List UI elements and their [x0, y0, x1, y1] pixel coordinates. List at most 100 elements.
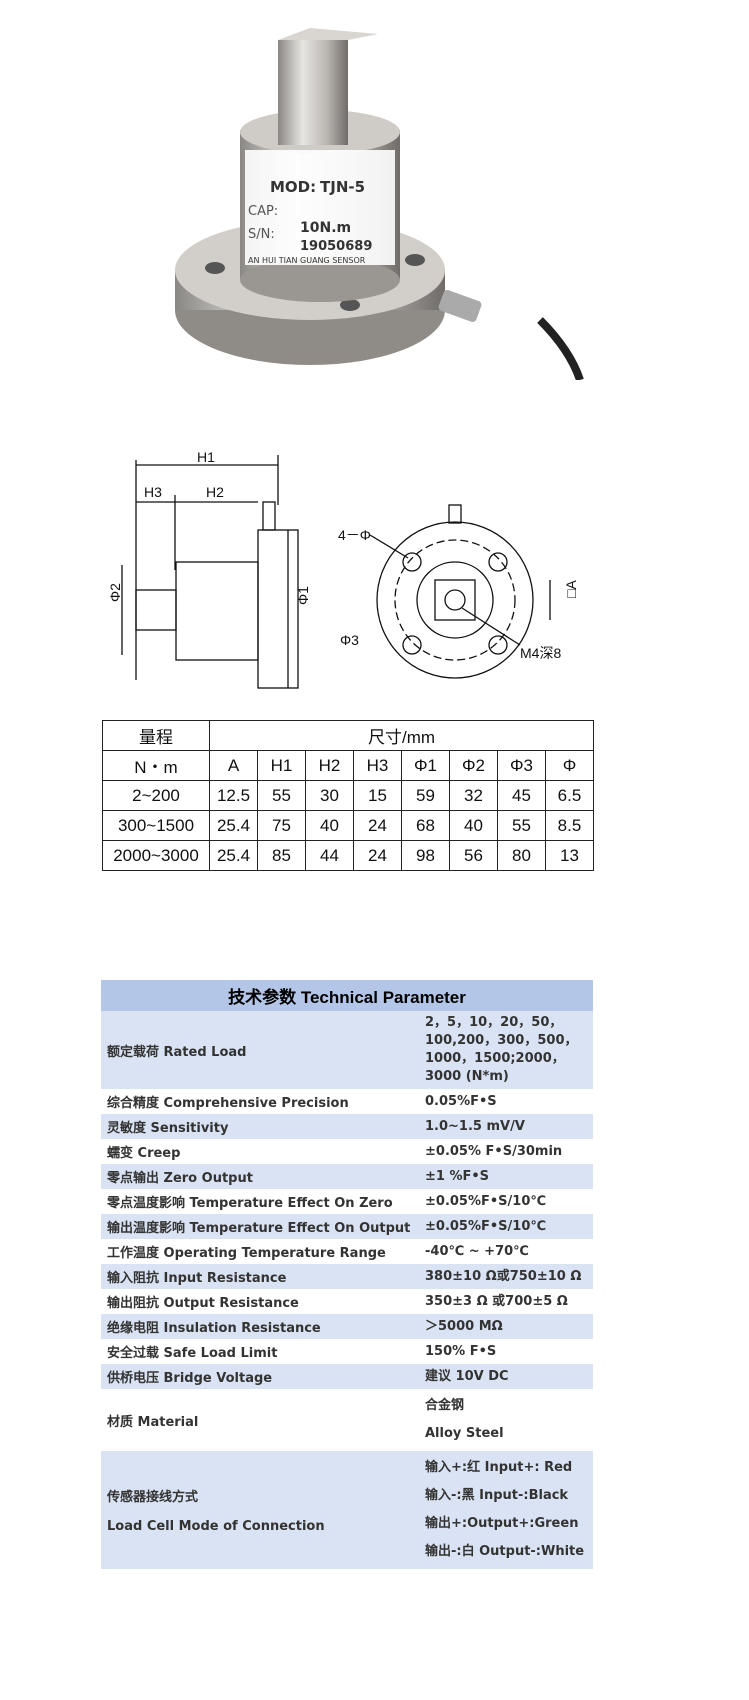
column-header: H3: [353, 750, 402, 781]
table-cell: 30: [305, 780, 354, 811]
column-header: Φ1: [401, 750, 450, 781]
value-line: 2，5，10，20，50，: [425, 1015, 563, 1030]
technical-parameter-table: 技术参数 Technical Parameter 额定载荷 Rated Load…: [101, 980, 593, 1569]
table-cell: 2000~3000: [102, 840, 210, 871]
table-cell: 44: [305, 840, 354, 871]
param-label: 工作温度 Operating Temperature Range: [107, 1246, 386, 1261]
table-row: 输入阻抗 Input Resistance 380±10 Ω或750±10 Ω: [101, 1264, 593, 1289]
param-label: 输入阻抗 Input Resistance: [101, 1264, 419, 1289]
table-cell: 40: [305, 810, 354, 841]
label-holes: 4－Φ: [338, 527, 371, 543]
label-model: TJN-5: [320, 178, 365, 196]
param-value: 380±10 Ω或750±10 Ω: [419, 1264, 593, 1289]
column-header: Φ: [545, 750, 594, 781]
table-cell: 98: [401, 840, 450, 871]
value-line: 380±10 Ω或750±10 Ω: [425, 1268, 582, 1284]
param-label: 零点温度影响 Temperature Effect On Zero: [107, 1196, 393, 1211]
column-header: Φ2: [449, 750, 498, 781]
table-cell: 2~200: [102, 780, 210, 811]
value-line: 1.0~1.5 mV/V: [425, 1118, 525, 1134]
table-cell: 59: [401, 780, 450, 811]
table-cell: 80: [497, 840, 546, 871]
param-value: ±1 %F•S: [419, 1164, 593, 1189]
param-value: 2，5，10，20，50， 100,200，300，500， 1000，1500;2…: [419, 1011, 593, 1089]
table-cell: 55: [257, 780, 306, 811]
spacer: [107, 1505, 413, 1519]
label-cn: 传感器接线方式: [107, 1490, 199, 1505]
column-header: Φ3: [497, 750, 546, 781]
param-value: ±0.05%F•S/10℃: [419, 1189, 593, 1214]
dimension-header: 尺寸/mm: [209, 720, 594, 751]
value-line: 100,200，300，500，: [425, 1033, 578, 1048]
connection-label: 传感器接线方式 Load Cell Mode of Connection: [101, 1451, 419, 1569]
value-line: ±0.05% F•S/30min: [425, 1143, 563, 1159]
value-line: -40℃ ~ +70℃: [425, 1243, 529, 1259]
value-line: 输出+:Output+:Green: [425, 1516, 579, 1531]
table-row: 绝缘电阻 Insulation Resistance ＞5000 MΩ: [101, 1314, 593, 1339]
label-sn-key: S/N:: [248, 227, 275, 242]
value-line: ±1 %F•S: [425, 1168, 490, 1184]
value-line: ±0.05%F•S/10℃: [425, 1193, 547, 1209]
table-row: 工作温度 Operating Temperature Range -40℃ ~ +…: [101, 1239, 593, 1264]
column-header: H2: [305, 750, 354, 781]
table-cell: 300~1500: [102, 810, 210, 841]
param-value: ＞5000 MΩ: [419, 1314, 593, 1339]
value-line: 3000 (N*m): [425, 1069, 509, 1084]
product-photo: MOD: TJN-5 CAP: 10N.m S/N: 19050689 AN H…: [175, 28, 584, 380]
value-line: ±0.05%F•S/10℃: [425, 1218, 547, 1234]
dimension-drawing: H1 H3 H2 Φ2 Φ1 4－Φ Φ3 □A M4深8: [107, 449, 579, 689]
label-phi1: Φ1: [295, 586, 311, 605]
param-label: 供桥电压 Bridge Voltage: [101, 1364, 419, 1389]
table-cell: 85: [257, 840, 306, 871]
param-value: 建议 10V DC: [419, 1364, 593, 1389]
param-label: 灵敏度 Sensitivity: [101, 1114, 419, 1139]
param-value: ±0.05% F•S/30min: [419, 1139, 593, 1164]
column-header: A: [209, 750, 258, 781]
label-sn: 19050689: [300, 239, 372, 254]
param-value: 350±3 Ω 或700±5 Ω: [419, 1289, 593, 1314]
table-row: 输出阻抗 Output Resistance 350±3 Ω 或700±5 Ω: [101, 1289, 593, 1314]
param-label: 输出阻抗 Output Resistance: [107, 1296, 299, 1311]
table-cell: 12.5: [209, 780, 258, 811]
param-label: 零点输出 Zero Output: [101, 1164, 419, 1189]
param-value: ±0.05%F•S/10℃: [419, 1214, 593, 1239]
table-cell: 6.5: [545, 780, 594, 811]
param-label: 综合精度 Comprehensive Precision: [107, 1096, 349, 1111]
table-cell: 56: [449, 840, 498, 871]
param-label: 绝缘电阻 Insulation Resistance: [101, 1314, 419, 1339]
range-header: 量程: [102, 720, 210, 751]
label-en: Load Cell Mode of Connection: [107, 1519, 325, 1534]
value-line: 150% F•S: [425, 1343, 497, 1359]
label-a: □A: [563, 580, 579, 598]
value-line: 输入-:黑 Input-:Black: [425, 1488, 569, 1503]
value-line: 合金钢: [425, 1398, 465, 1413]
table-cell: 32: [449, 780, 498, 811]
value-line: ＞5000 MΩ: [425, 1318, 503, 1334]
label-cap-key: CAP:: [248, 204, 278, 219]
label-h3: H3: [144, 484, 162, 500]
table-row: 零点温度影响 Temperature Effect On Zero ±0.05%F…: [101, 1189, 593, 1214]
label-brand: AN HUI TIAN GUANG SENSOR: [248, 256, 366, 265]
param-value: 0.05%F•S: [419, 1089, 593, 1114]
value-line: 输出-:白 Output-:White: [425, 1544, 585, 1559]
value-line: 1000，1500;2000，: [425, 1051, 565, 1066]
table-cell: 25.4: [209, 810, 258, 841]
table-cell: 24: [353, 840, 402, 871]
table-row: 输出温度影响 Temperature Effect On Output±0.05…: [101, 1214, 593, 1239]
label-cap: 10N.m: [300, 220, 351, 236]
unit-cell: N・m: [102, 750, 210, 781]
table-cell: 25.4: [209, 840, 258, 871]
param-value: -40℃ ~ +70℃: [419, 1239, 593, 1264]
param-value: 1.0~1.5 mV/V: [419, 1114, 593, 1139]
table-cell: 75: [257, 810, 306, 841]
table-row: 传感器接线方式 Load Cell Mode of Connection 输入+:红…: [101, 1451, 593, 1569]
table-cell: 45: [497, 780, 546, 811]
